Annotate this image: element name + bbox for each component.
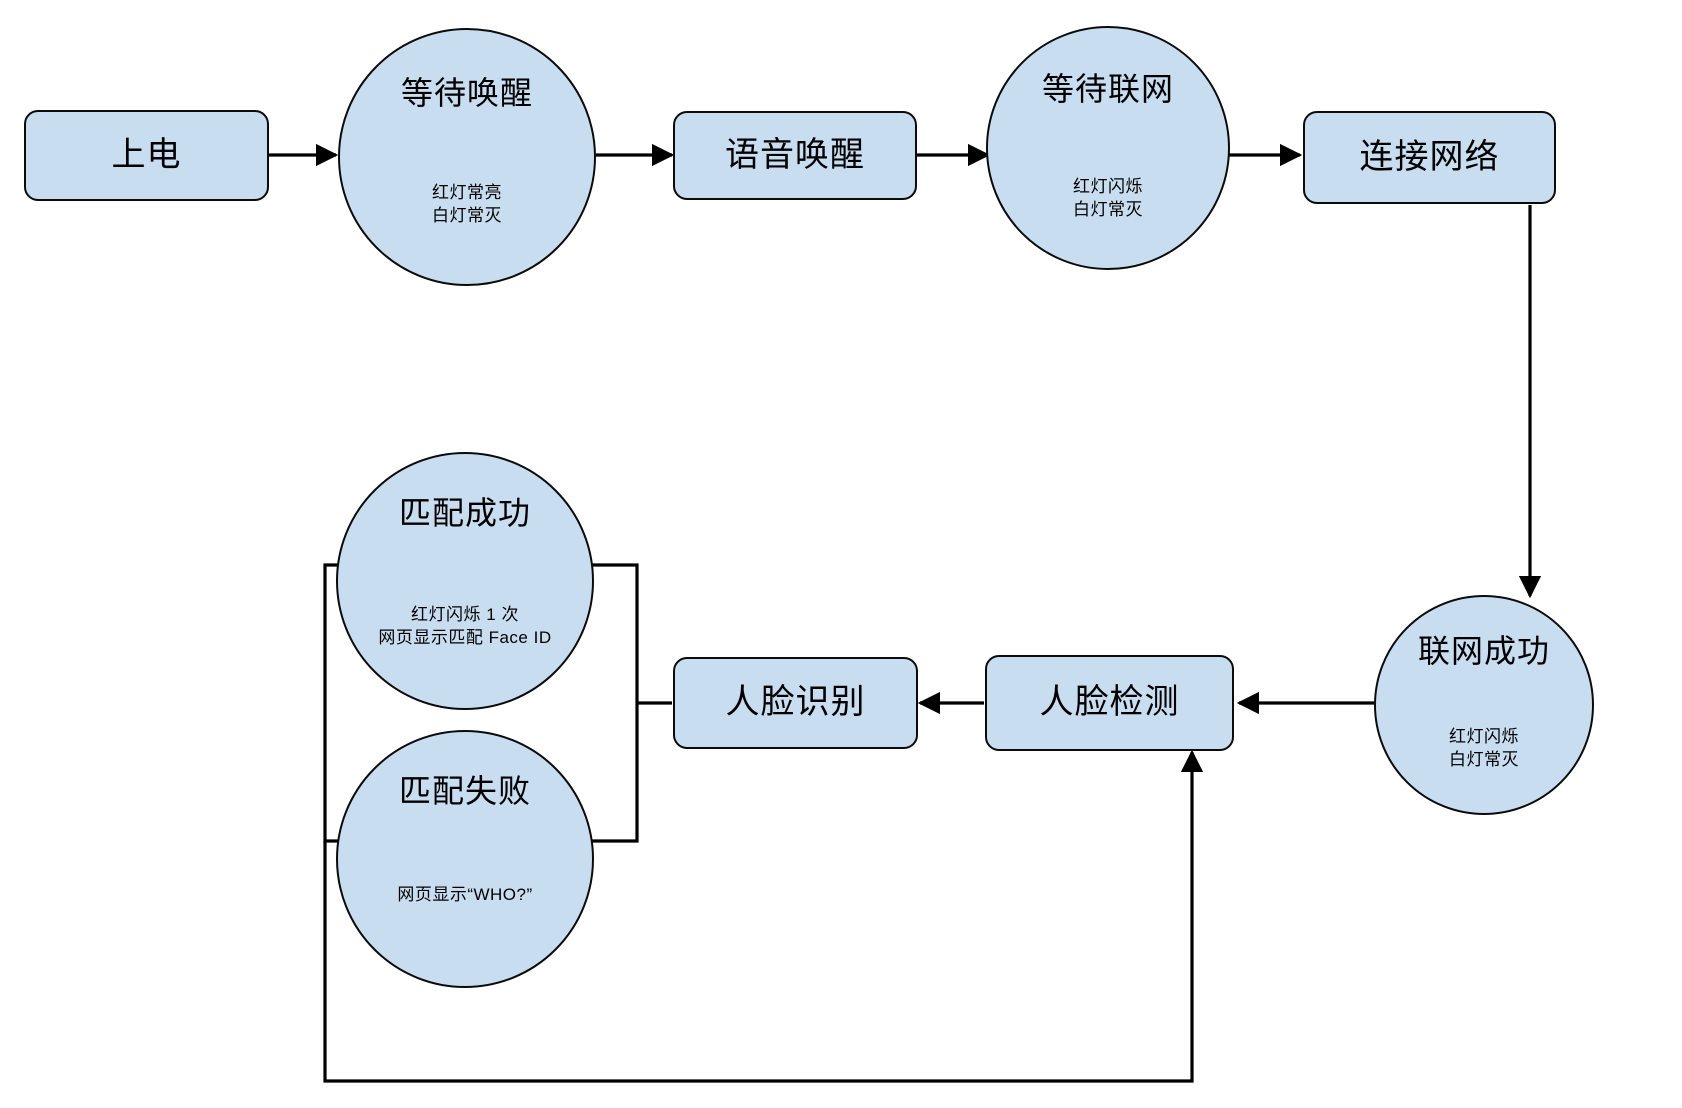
node-connect-network[interactable]: 连接网络 — [1303, 111, 1556, 204]
node-face-detect[interactable]: 人脸检测 — [985, 655, 1234, 751]
node-network-success[interactable]: 联网成功 红灯闪烁 白灯常灭 — [1374, 595, 1594, 815]
node-power-on-title: 上电 — [111, 135, 182, 174]
node-voice-wakeup[interactable]: 语音唤醒 — [673, 111, 917, 200]
node-match-success-sub: 红灯闪烁 1 次 网页显示匹配 Face ID — [378, 605, 552, 647]
node-match-success[interactable]: 匹配成功 红灯闪烁 1 次 网页显示匹配 Face ID — [336, 452, 594, 710]
node-wait-wakeup-title: 等待唤醒 — [400, 75, 533, 111]
node-wait-network-title: 等待联网 — [1041, 71, 1174, 107]
node-connect-network-title: 连接网络 — [1359, 137, 1500, 176]
node-face-detect-title: 人脸检测 — [1039, 683, 1180, 722]
node-wait-network-sub: 红灯闪烁 白灯常灭 — [1073, 177, 1143, 219]
node-match-fail[interactable]: 匹配失败 网页显示“WHO?” — [336, 730, 594, 988]
node-face-recognize-title: 人脸识别 — [725, 683, 866, 722]
node-power-on[interactable]: 上电 — [24, 110, 269, 201]
node-face-recognize[interactable]: 人脸识别 — [673, 657, 918, 749]
node-voice-wakeup-title: 语音唤醒 — [725, 135, 865, 174]
node-match-fail-sub: 网页显示“WHO?” — [397, 885, 533, 904]
node-wait-wakeup[interactable]: 等待唤醒 红灯常亮 白灯常灭 — [338, 28, 596, 286]
node-match-success-title: 匹配成功 — [398, 495, 531, 531]
node-match-fail-title: 匹配失败 — [398, 773, 531, 809]
node-wait-network[interactable]: 等待联网 红灯闪烁 白灯常灭 — [986, 26, 1230, 270]
node-network-success-title: 联网成功 — [1417, 633, 1550, 669]
node-wait-wakeup-sub: 红灯常亮 白灯常灭 — [432, 183, 502, 225]
node-network-success-sub: 红灯闪烁 白灯常灭 — [1449, 727, 1519, 769]
